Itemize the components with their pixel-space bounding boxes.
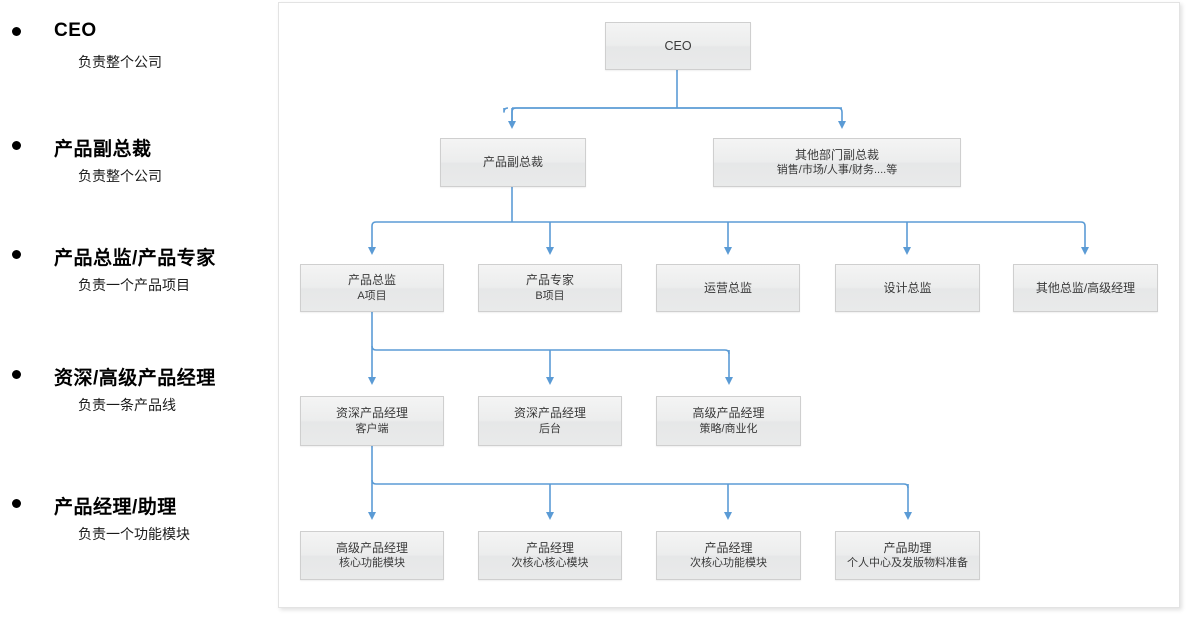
node-line2: 次核心功能模块 bbox=[690, 557, 767, 570]
bullet-dot-icon bbox=[12, 27, 21, 36]
node-product-expert[interactable]: 产品专家 B项目 bbox=[478, 264, 622, 312]
node-line1: 运营总监 bbox=[703, 280, 752, 295]
node-line1: 设计总监 bbox=[883, 280, 932, 295]
node-product-director[interactable]: 产品总监 A项目 bbox=[300, 264, 444, 312]
legend-item-subtitle: 负责整个公司 bbox=[78, 168, 162, 184]
node-line2: A项目 bbox=[357, 289, 387, 302]
node-vp-other[interactable]: 其他部门副总裁 销售/市场/人事/财务....等 bbox=[713, 138, 961, 187]
node-pm-subcore-func[interactable]: 产品经理 次核心功能模块 bbox=[656, 531, 801, 580]
legend-item-subtitle: 负责一个产品项目 bbox=[78, 277, 190, 293]
node-pa-assistant[interactable]: 产品助理 个人中心及发版物料准备 bbox=[835, 531, 980, 580]
node-senior-pm-strategy[interactable]: 高级产品经理 策略/商业化 bbox=[656, 396, 801, 446]
node-line1: 产品专家 bbox=[525, 273, 574, 288]
legend-item-title: 产品经理/助理 bbox=[54, 497, 177, 518]
node-other-director[interactable]: 其他总监/高级经理 bbox=[1013, 264, 1158, 312]
node-line2: B项目 bbox=[535, 289, 565, 302]
legend-item-subtitle: 负责一个功能模块 bbox=[78, 526, 190, 542]
legend-item-title: 产品副总裁 bbox=[54, 139, 152, 160]
node-line2: 策略/商业化 bbox=[699, 422, 758, 435]
node-line2: 销售/市场/人事/财务....等 bbox=[776, 164, 898, 177]
node-senior-pm-client[interactable]: 资深产品经理 客户端 bbox=[300, 396, 444, 446]
role-legend-list: CEO 负责整个公司 产品副总裁 负责整个公司 产品总监/产品专家 负责一个产品… bbox=[0, 0, 278, 622]
bullet-dot-icon bbox=[12, 141, 21, 150]
node-spm-core[interactable]: 高级产品经理 核心功能模块 bbox=[300, 531, 444, 580]
node-ceo[interactable]: CEO bbox=[605, 22, 751, 70]
node-line1: 资深产品经理 bbox=[335, 406, 408, 421]
node-line1: 高级产品经理 bbox=[692, 406, 765, 421]
node-line1: 其他部门副总裁 bbox=[794, 147, 879, 162]
node-ops-director[interactable]: 运营总监 bbox=[656, 264, 800, 312]
node-pm-subcore-core[interactable]: 产品经理 次核心核心模块 bbox=[478, 531, 622, 580]
node-line2: 客户端 bbox=[355, 422, 389, 435]
legend-item-subtitle: 负责整个公司 bbox=[78, 54, 162, 70]
node-design-director[interactable]: 设计总监 bbox=[835, 264, 980, 312]
node-line1: CEO bbox=[664, 38, 692, 53]
node-line2: 核心功能模块 bbox=[339, 557, 405, 570]
node-line1: 其他总监/高级经理 bbox=[1035, 280, 1136, 295]
legend-item-subtitle: 负责一条产品线 bbox=[78, 397, 176, 413]
bullet-dot-icon bbox=[12, 499, 21, 508]
node-line1: 产品副总裁 bbox=[482, 155, 543, 170]
node-line2: 次核心核心模块 bbox=[511, 557, 589, 570]
node-senior-pm-backend[interactable]: 资深产品经理 后台 bbox=[478, 396, 622, 446]
node-line1: 产品经理 bbox=[704, 540, 753, 555]
node-line2: 个人中心及发版物料准备 bbox=[847, 557, 968, 570]
node-line1: 产品助理 bbox=[883, 540, 932, 555]
node-line1: 产品经理 bbox=[525, 540, 574, 555]
node-line1: 产品总监 bbox=[347, 273, 396, 288]
legend-item-title: 资深/高级产品经理 bbox=[54, 368, 216, 389]
node-line1: 资深产品经理 bbox=[513, 406, 586, 421]
bullet-dot-icon bbox=[12, 250, 21, 259]
legend-item-title: CEO bbox=[54, 20, 97, 41]
legend-item-title: 产品总监/产品专家 bbox=[54, 248, 216, 269]
bullet-dot-icon bbox=[12, 370, 21, 379]
node-line1: 高级产品经理 bbox=[335, 540, 408, 555]
node-vp-product[interactable]: 产品副总裁 bbox=[440, 138, 586, 187]
node-line2: 后台 bbox=[539, 422, 561, 435]
